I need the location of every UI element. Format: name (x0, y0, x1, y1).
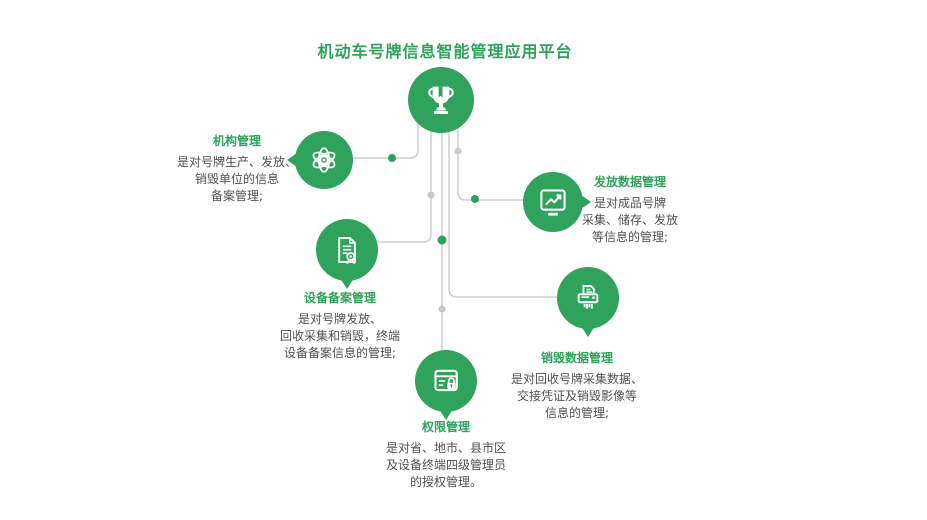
permission-text: 权限管理 是对省、地市、县市区 及设备终端四级管理员 的授权管理。 (374, 418, 518, 491)
desc-line: 是对号牌发放、 (297, 312, 382, 326)
permission-desc: 是对省、地市、县市区 及设备终端四级管理员 的授权管理。 (374, 440, 518, 491)
desc-line: 回收采集和销毁，终端 (279, 329, 400, 343)
wire-to-issuance (457, 128, 525, 201)
desc-line: 等信息的管理; (591, 230, 669, 244)
destroy-desc: 是对回收号牌采集数据、 交接凭证及销毁影像等 信息的管理; (503, 371, 651, 422)
junction-dot-green (388, 154, 396, 162)
desc-line: 是对回收号牌采集数据、 (510, 372, 643, 386)
permission-node (415, 350, 477, 420)
junction-dot-gray (427, 191, 435, 199)
certificate-icon (338, 236, 356, 265)
desc-line: 销毁单位的信息 (194, 172, 279, 186)
atom-icon (312, 147, 336, 173)
page-title: 机动车号牌信息智能管理应用平台 (317, 42, 573, 61)
issuance-text: 发放数据管理 是对成品号牌 采集、储存、发放 等信息的管理; (563, 173, 697, 246)
permission-title: 权限管理 (421, 420, 470, 434)
wire-to-device (378, 125, 432, 243)
desc-line: 是对号牌生产、发放、 (176, 155, 297, 169)
device-text: 设备备案管理 是对号牌发放、 回收采集和销毁，终端 设备备案信息的管理; (268, 289, 412, 362)
desc-line: 及设备终端四级管理员 (385, 458, 506, 472)
issuance-desc: 是对成品号牌 采集、储存、发放 等信息的管理; (563, 195, 697, 246)
junction-dot-gray (454, 147, 462, 155)
shredder-icon (577, 285, 599, 309)
org-title: 机构管理 (212, 134, 261, 148)
desc-line: 设备备案信息的管理; (283, 346, 397, 360)
issuance-node (523, 172, 591, 232)
destroy-bubble-tail (581, 326, 595, 337)
device-bubble-tail (340, 278, 354, 289)
desc-line: 是对省、地市、县市区 (385, 441, 506, 455)
chart-icon (540, 189, 566, 216)
destroy-title: 销毁数据管理 (540, 351, 613, 365)
desc-line: 交接凭证及销毁影像等 (516, 389, 637, 403)
org-desc: 是对号牌生产、发放、 销毁单位的信息 备案管理; (168, 154, 306, 205)
junction-dots (388, 147, 479, 313)
issuance-bubble-tail (581, 195, 591, 209)
permission-bubble-tail (439, 409, 453, 420)
desc-line: 备案管理; (210, 189, 264, 203)
desc-line: 是对成品号牌 (593, 196, 666, 210)
device-node (316, 219, 378, 289)
trophy-icon (428, 86, 454, 114)
desc-line: 采集、储存、发放 (581, 213, 678, 227)
org-node (287, 131, 353, 189)
destroy-text: 销毁数据管理 是对回收号牌采集数据、 交接凭证及销毁影像等 信息的管理; (503, 349, 651, 422)
org-bubble-tail (287, 153, 297, 167)
desc-line: 的授权管理。 (409, 475, 482, 489)
destroy-node (557, 267, 619, 337)
device-title: 设备备案管理 (303, 291, 376, 305)
issuance-title: 发放数据管理 (593, 175, 666, 189)
wire-to-org (353, 122, 419, 159)
junction-dot-green (437, 235, 447, 245)
desc-line: 信息的管理; (544, 406, 610, 420)
platform-node (408, 67, 474, 133)
junction-dot-green (471, 195, 479, 203)
browser-lock-icon (434, 369, 458, 392)
junction-dot-gray (438, 305, 446, 313)
device-desc: 是对号牌发放、 回收采集和销毁，终端 设备备案信息的管理; (268, 311, 412, 362)
org-text: 机构管理 是对号牌生产、发放、 销毁单位的信息 备案管理; (168, 132, 306, 205)
wire-to-destroy (448, 125, 559, 298)
